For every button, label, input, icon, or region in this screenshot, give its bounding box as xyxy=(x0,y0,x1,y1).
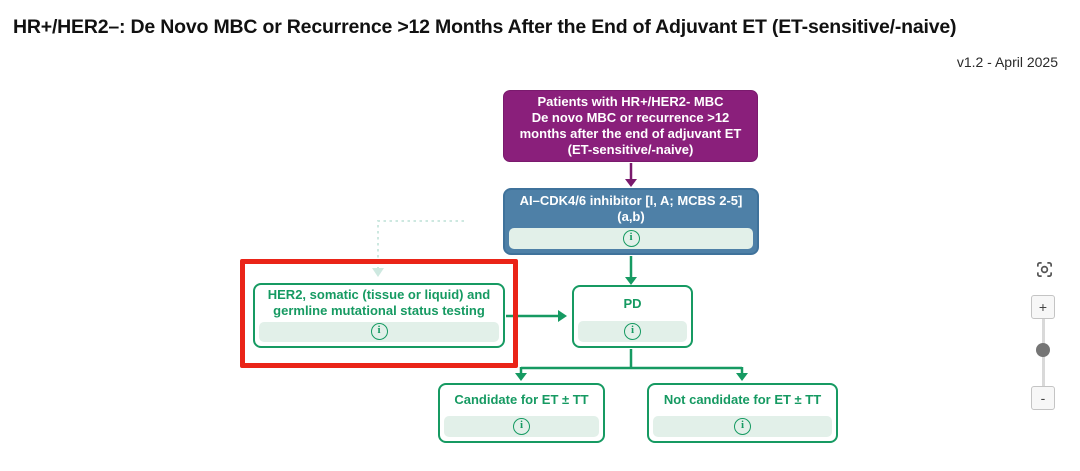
node-pd-label: PD xyxy=(623,295,642,311)
node-not-candidate-et-tt[interactable]: Not candidate for ET ± TT i xyxy=(647,383,838,443)
info-icon[interactable]: i xyxy=(370,323,388,341)
zoom-out-button[interactable]: - xyxy=(1031,386,1055,410)
zoom-slider-thumb[interactable] xyxy=(1036,343,1050,357)
node-mutational-testing-footer: i xyxy=(259,321,499,342)
node-not-candidate-footer: i xyxy=(653,416,832,437)
dotted-connector-aicdk-to-testing xyxy=(372,220,464,277)
node-candidate-et-tt[interactable]: Candidate for ET ± TT i xyxy=(438,383,605,443)
info-icon[interactable]: i xyxy=(624,323,641,340)
node-mutational-testing-label: HER2, somatic (tissue or liquid) and ger… xyxy=(267,287,491,319)
arrow-pd-split xyxy=(515,349,748,381)
version-label: v1.2 - April 2025 xyxy=(956,54,1058,70)
node-not-candidate-label: Not candidate for ET ± TT xyxy=(663,392,822,408)
node-patients-label: Patients with HR+/HER2- MBC De novo MBC … xyxy=(519,93,742,158)
arrow-testing-to-pd xyxy=(506,310,567,322)
node-ai-cdk46-label: AI–CDK4/6 inhibitor [I, A; MCBS 2-5] (a,… xyxy=(519,192,743,224)
node-ai-cdk46-inhibitor[interactable]: AI–CDK4/6 inhibitor [I, A; MCBS 2-5] (a,… xyxy=(503,188,759,255)
info-icon[interactable]: i xyxy=(513,418,530,435)
node-ai-cdk46-footer: i xyxy=(509,228,753,249)
page-title: HR+/HER2–: De Novo MBC or Recurrence >12… xyxy=(13,16,957,38)
node-pd-footer: i xyxy=(578,321,687,342)
info-icon[interactable]: i xyxy=(622,230,640,247)
arrow-patients-to-aicdk xyxy=(625,163,637,187)
info-icon[interactable]: i xyxy=(734,418,751,435)
arrow-aicdk-to-pd xyxy=(625,256,637,285)
node-patients[interactable]: Patients with HR+/HER2- MBC De novo MBC … xyxy=(503,90,758,162)
center-focus-icon xyxy=(1036,261,1052,277)
node-candidate-label: Candidate for ET ± TT xyxy=(454,392,589,408)
node-pd[interactable]: PD i xyxy=(572,285,693,348)
node-candidate-footer: i xyxy=(444,416,599,437)
center-focus-button[interactable] xyxy=(1032,257,1056,281)
node-mutational-testing[interactable]: HER2, somatic (tissue or liquid) and ger… xyxy=(253,283,505,348)
zoom-in-button[interactable]: + xyxy=(1031,295,1055,319)
